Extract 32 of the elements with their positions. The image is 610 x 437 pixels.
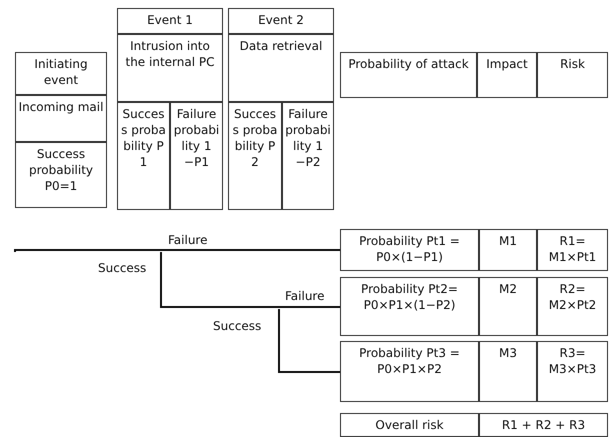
branch-line bbox=[278, 309, 340, 373]
branch-line bbox=[160, 252, 340, 308]
probability-cell: Probability Pt3 = P0×P1×P2 bbox=[340, 341, 479, 402]
table-cell: R3= M3×Pt3 bbox=[537, 341, 608, 402]
table-cell: R2= M2×Pt2 bbox=[537, 277, 608, 336]
probability-cell: Probability Pt1 = P0×(1−P1) bbox=[340, 229, 479, 271]
table-cell: Risk bbox=[537, 52, 608, 98]
table-cell: Intrusion into the internal PC bbox=[117, 34, 223, 102]
table-cell: Initiating event bbox=[15, 52, 107, 95]
branch-label: Success bbox=[98, 260, 146, 276]
table-cell: R1 + R2 + R3 bbox=[479, 413, 608, 437]
table-cell: Incoming mail bbox=[15, 95, 107, 142]
branch-label: Success bbox=[213, 318, 262, 334]
table-cell: Impact bbox=[477, 52, 537, 98]
probability-cell: Probability Pt2= P0×P1×(1−P2) bbox=[340, 277, 479, 336]
table-cell: Failure probability 1−P1 bbox=[170, 102, 223, 210]
table-cell: Failure probability 1−P2 bbox=[282, 102, 334, 210]
table-cell: Event 2 bbox=[228, 8, 334, 34]
table-cell: Success probability P0=1 bbox=[15, 142, 107, 208]
branch-line bbox=[14, 249, 340, 253]
table-cell: Data retrieval bbox=[228, 34, 334, 102]
table-cell: Overall risk bbox=[340, 413, 479, 437]
branch-label: Failure bbox=[285, 288, 324, 304]
table-cell: M2 bbox=[479, 277, 537, 336]
table-cell: M1 bbox=[479, 229, 537, 271]
table-cell: R1= M1×Pt1 bbox=[537, 229, 608, 271]
table-cell: Probability of attack bbox=[340, 52, 477, 98]
table-cell: Event 1 bbox=[117, 8, 223, 34]
table-cell: Success probability P2 bbox=[228, 102, 282, 210]
table-cell: M3 bbox=[479, 341, 537, 402]
branch-label: Failure bbox=[168, 232, 208, 248]
table-cell: Success probability P1 bbox=[117, 102, 170, 210]
